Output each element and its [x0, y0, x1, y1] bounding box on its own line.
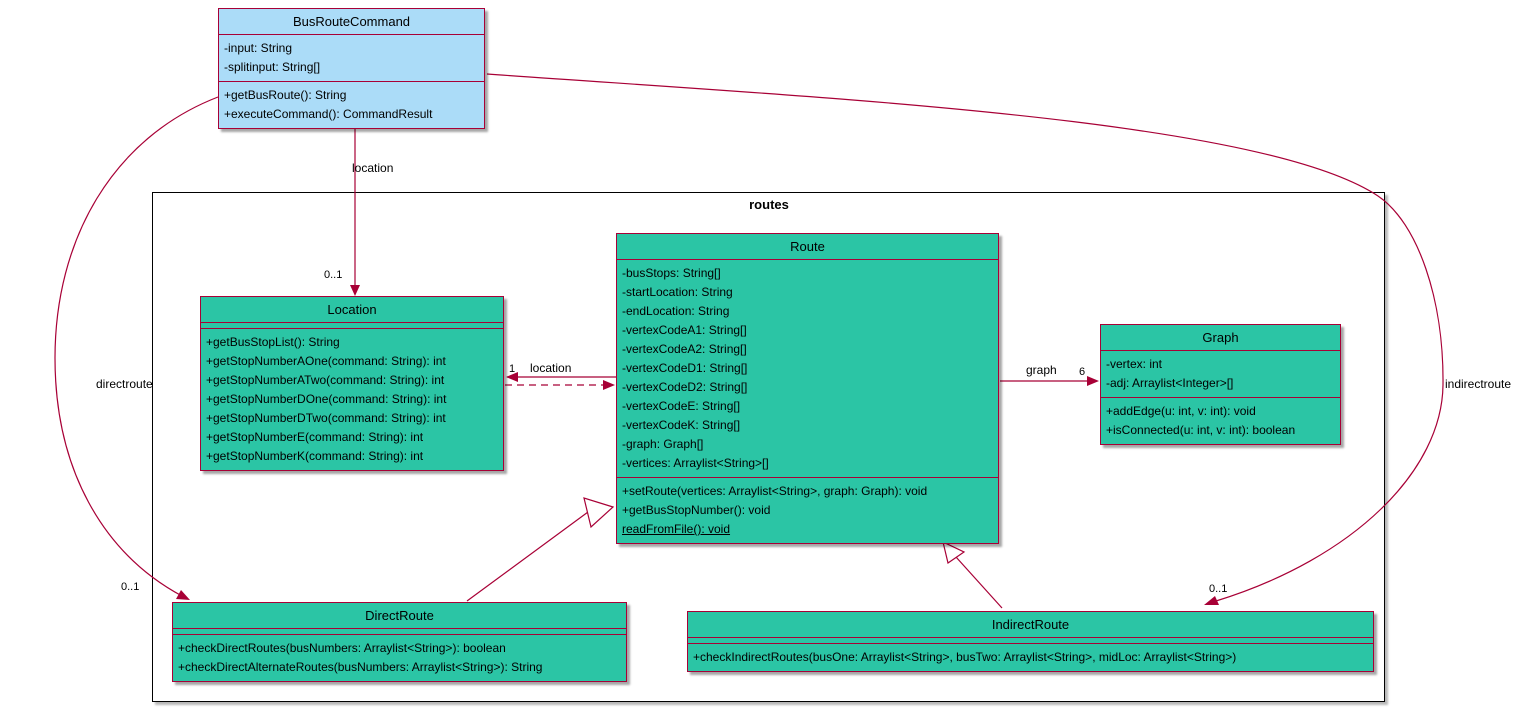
class-name: Location	[201, 297, 503, 323]
edge-label-location: location	[530, 361, 572, 375]
multiplicity-label: 0..1	[121, 581, 140, 593]
class-member: -vertexCodeD1: String[]	[622, 361, 748, 375]
class-indirectroute: IndirectRoute +checkIndirectRoutes(busOn…	[687, 611, 1374, 672]
attributes-compartment: -input: String -splitinput: String[]	[219, 35, 484, 81]
class-member: +getStopNumberDTwo(command: String): int	[206, 411, 446, 425]
class-member: +getBusRoute(): String	[224, 88, 347, 102]
class-member: -vertexCodeD2: String[]	[622, 380, 748, 394]
triangle-arrowhead-icon	[583, 497, 615, 529]
multiplicity-label: 1	[509, 363, 516, 375]
generalization-indirectroute-route	[955, 556, 1003, 609]
arrowhead-icon	[1204, 596, 1219, 605]
class-member: +isConnected(u: int, v: int): boolean	[1106, 423, 1296, 437]
class-member: -splitinput: String[]	[224, 60, 321, 74]
class-member: +getBusStopNumber(): void	[622, 503, 771, 517]
package-title: routes	[749, 197, 789, 212]
class-member: -busStops: String[]	[622, 266, 721, 280]
methods-compartment: +checkDirectRoutes(busNumbers: Arraylist…	[173, 634, 626, 681]
class-member: -vertexCodeA2: String[]	[622, 342, 747, 356]
class-member: +getStopNumberK(command: String): int	[206, 449, 424, 463]
class-route: Route -busStops: String[] -startLocation:…	[616, 233, 999, 544]
association-busroutecommand-indirectroute	[486, 73, 1444, 602]
edge-label-directroute: directroute	[96, 377, 153, 391]
multiplicity-label: 0..1	[324, 269, 343, 281]
arrowhead-icon	[176, 590, 190, 600]
class-name: DirectRoute	[173, 603, 626, 629]
edge-label-graph: graph	[1026, 363, 1057, 377]
methods-compartment: +setRoute(vertices: Arraylist<String>, g…	[617, 477, 998, 543]
class-name: Route	[617, 234, 998, 260]
class-member: +getStopNumberAOne(command: String): int	[206, 354, 446, 368]
multiplicity-label: 6	[1079, 366, 1086, 378]
class-member: +getStopNumberATwo(command: String): int	[206, 373, 445, 387]
class-member: +checkIndirectRoutes(busOne: Arraylist<S…	[693, 650, 1237, 664]
class-graph: Graph -vertex: int -adj: Arraylist<Intege…	[1100, 324, 1341, 445]
class-member: +setRoute(vertices: Arraylist<String>, g…	[622, 484, 928, 498]
class-name: BusRouteCommand	[219, 9, 484, 35]
attributes-compartment: -vertex: int -adj: Arraylist<Integer>[]	[1101, 351, 1340, 397]
edge-label-location: location	[352, 161, 394, 175]
methods-compartment: +getBusRoute(): String +executeCommand():…	[219, 81, 484, 128]
class-member: -adj: Arraylist<Integer>[]	[1106, 376, 1234, 390]
arrowhead-icon	[603, 380, 615, 390]
methods-compartment: +addEdge(u: int, v: int): void +isConnect…	[1101, 397, 1340, 444]
class-member: -vertexCodeE: String[]	[622, 399, 741, 413]
class-member: +addEdge(u: int, v: int): void	[1106, 404, 1256, 418]
arrowhead-icon	[1087, 376, 1099, 386]
arrowhead-icon	[350, 285, 360, 296]
triangle-arrowhead-icon	[942, 540, 966, 564]
class-member: -vertices: Arraylist<String>[]	[622, 456, 769, 470]
edge-label-indirectroute: indirectroute	[1445, 377, 1512, 391]
class-member: -startLocation: String	[622, 285, 733, 299]
class-member: -vertex: int	[1106, 357, 1163, 371]
multiplicity-label: 0..1	[1209, 583, 1228, 595]
methods-compartment: +getBusStopList(): String +getStopNumberA…	[201, 328, 503, 470]
class-member: +getBusStopList(): String	[206, 335, 340, 349]
class-member: +checkDirectAlternateRoutes(busNumbers: …	[178, 660, 543, 674]
package-frame-routes	[152, 192, 1385, 702]
class-member: -vertexCodeK: String[]	[622, 418, 741, 432]
class-member: +getStopNumberDOne(command: String): int	[206, 392, 447, 406]
class-member: -endLocation: String	[622, 304, 730, 318]
class-member: +executeCommand(): CommandResult	[224, 107, 433, 121]
class-member: -vertexCodeA1: String[]	[622, 323, 747, 337]
association-busroutecommand-directroute	[54, 96, 219, 597]
class-location: Location +getBusStopList(): String +getSt…	[200, 296, 504, 471]
class-member: readFromFile(): void	[622, 522, 731, 536]
class-directroute: DirectRoute +checkDirectRoutes(busNumber…	[172, 602, 627, 682]
generalization-directroute-route	[466, 511, 589, 602]
class-busroutecommand: BusRouteCommand -input: String -splitinpu…	[218, 8, 485, 129]
class-member: -input: String	[224, 41, 293, 55]
attributes-compartment: -busStops: String[] -startLocation: Strin…	[617, 260, 998, 477]
class-name: IndirectRoute	[688, 612, 1373, 638]
arrowhead-icon	[506, 372, 518, 382]
class-member: +getStopNumberE(command: String): int	[206, 430, 424, 444]
class-name: Graph	[1101, 325, 1340, 351]
class-member: +checkDirectRoutes(busNumbers: Arraylist…	[178, 641, 506, 655]
class-member: -graph: Graph[]	[622, 437, 704, 451]
methods-compartment: +checkIndirectRoutes(busOne: Arraylist<S…	[688, 643, 1373, 671]
